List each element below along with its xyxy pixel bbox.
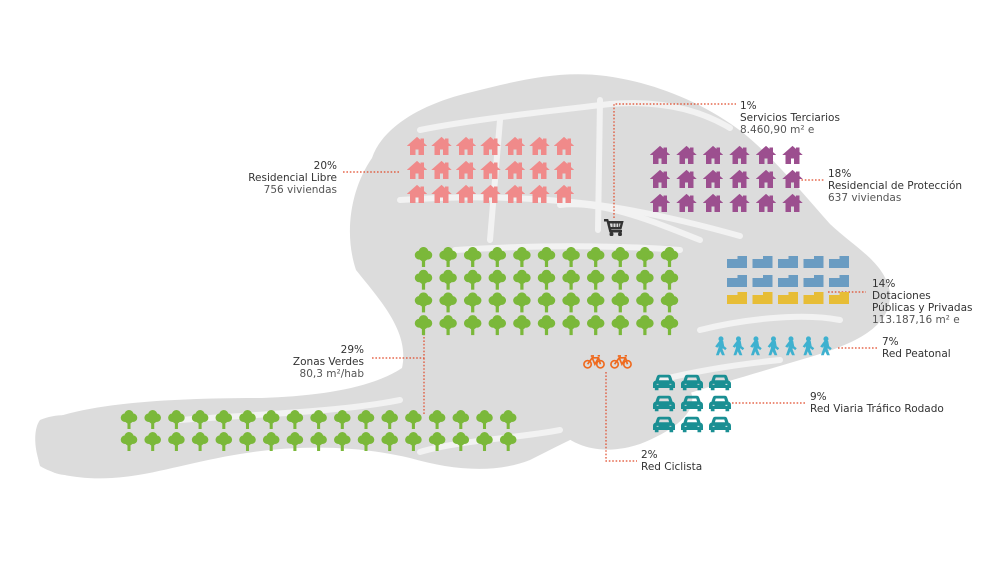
- label-servicios-terciarios: 1% Servicios Terciarios 8.460,90 m² e: [740, 100, 840, 136]
- label-value: 756 viviendas: [263, 184, 337, 196]
- label-red-peatonal: 7% Red Peatonal: [882, 336, 951, 360]
- map-street-7: [657, 357, 783, 383]
- label-name: Red Ciclista: [641, 461, 703, 473]
- label-zonas-verdes: 29% Zonas Verdes 80,3 m²/hab: [293, 344, 364, 380]
- label-red-ciclista: 2% Red Ciclista: [641, 449, 702, 473]
- label-pct: 1%: [740, 100, 757, 112]
- car-icon: [681, 374, 703, 391]
- car-icon: [681, 416, 703, 433]
- map-street-0: [417, 100, 733, 133]
- leader-lines: [343, 103, 878, 462]
- map-area-2: [35, 415, 99, 476]
- label-residencial-libre: 20% Residencial Libre 756 viviendas: [248, 160, 337, 196]
- label-dotaciones: 14% Dotaciones Públicas y Privadas 113.1…: [872, 278, 972, 326]
- map-street-4: [487, 117, 503, 243]
- label-name-2: Públicas y Privadas: [872, 302, 973, 314]
- label-pct: 29%: [340, 344, 364, 356]
- label-name: Red Peatonal: [882, 348, 951, 360]
- viario-group: [653, 374, 731, 433]
- label-red-viaria: 9% Red Viaria Tráfico Rodado: [810, 391, 944, 415]
- car-icon: [653, 395, 675, 412]
- label-pct: 14%: [872, 278, 896, 290]
- house-icon: [783, 146, 802, 164]
- car-icon: [653, 416, 675, 433]
- label-pct: 20%: [313, 160, 337, 172]
- label-value: 113.187,16 m² e: [872, 314, 960, 326]
- car-icon: [653, 374, 675, 391]
- label-value: 80,3 m²/hab: [299, 368, 364, 380]
- label-name: Residencial de Protección: [828, 180, 963, 192]
- map-street-5: [557, 201, 703, 243]
- car-icon: [681, 395, 703, 412]
- label-name: Zonas Verdes: [292, 356, 364, 368]
- map-street-2: [452, 243, 683, 253]
- car-icon: [709, 416, 731, 433]
- map-street-3: [595, 97, 603, 233]
- label-name: Dotaciones: [872, 290, 931, 302]
- label-pct: 2%: [641, 449, 658, 461]
- car-icon: [709, 374, 731, 391]
- leader-ciclista: [605, 372, 637, 462]
- label-pct: 7%: [882, 336, 899, 348]
- label-pct: 18%: [828, 168, 852, 180]
- map-street-6: [697, 313, 843, 333]
- label-value: 637 viviendas: [828, 192, 902, 204]
- label-name: Red Viaria Tráfico Rodado: [810, 403, 944, 415]
- leader-terciarios: [613, 103, 736, 218]
- label-name: Servicios Terciarios: [740, 112, 840, 124]
- car-icon: [709, 395, 731, 412]
- label-pct: 9%: [810, 391, 827, 403]
- label-name: Residencial Libre: [248, 172, 337, 184]
- leader-zonas-verdes: [372, 330, 425, 414]
- label-value: 8.460,90 m² e: [740, 124, 815, 136]
- label-residencial-proteccion: 18% Residencial de Protección 637 vivien…: [828, 168, 962, 204]
